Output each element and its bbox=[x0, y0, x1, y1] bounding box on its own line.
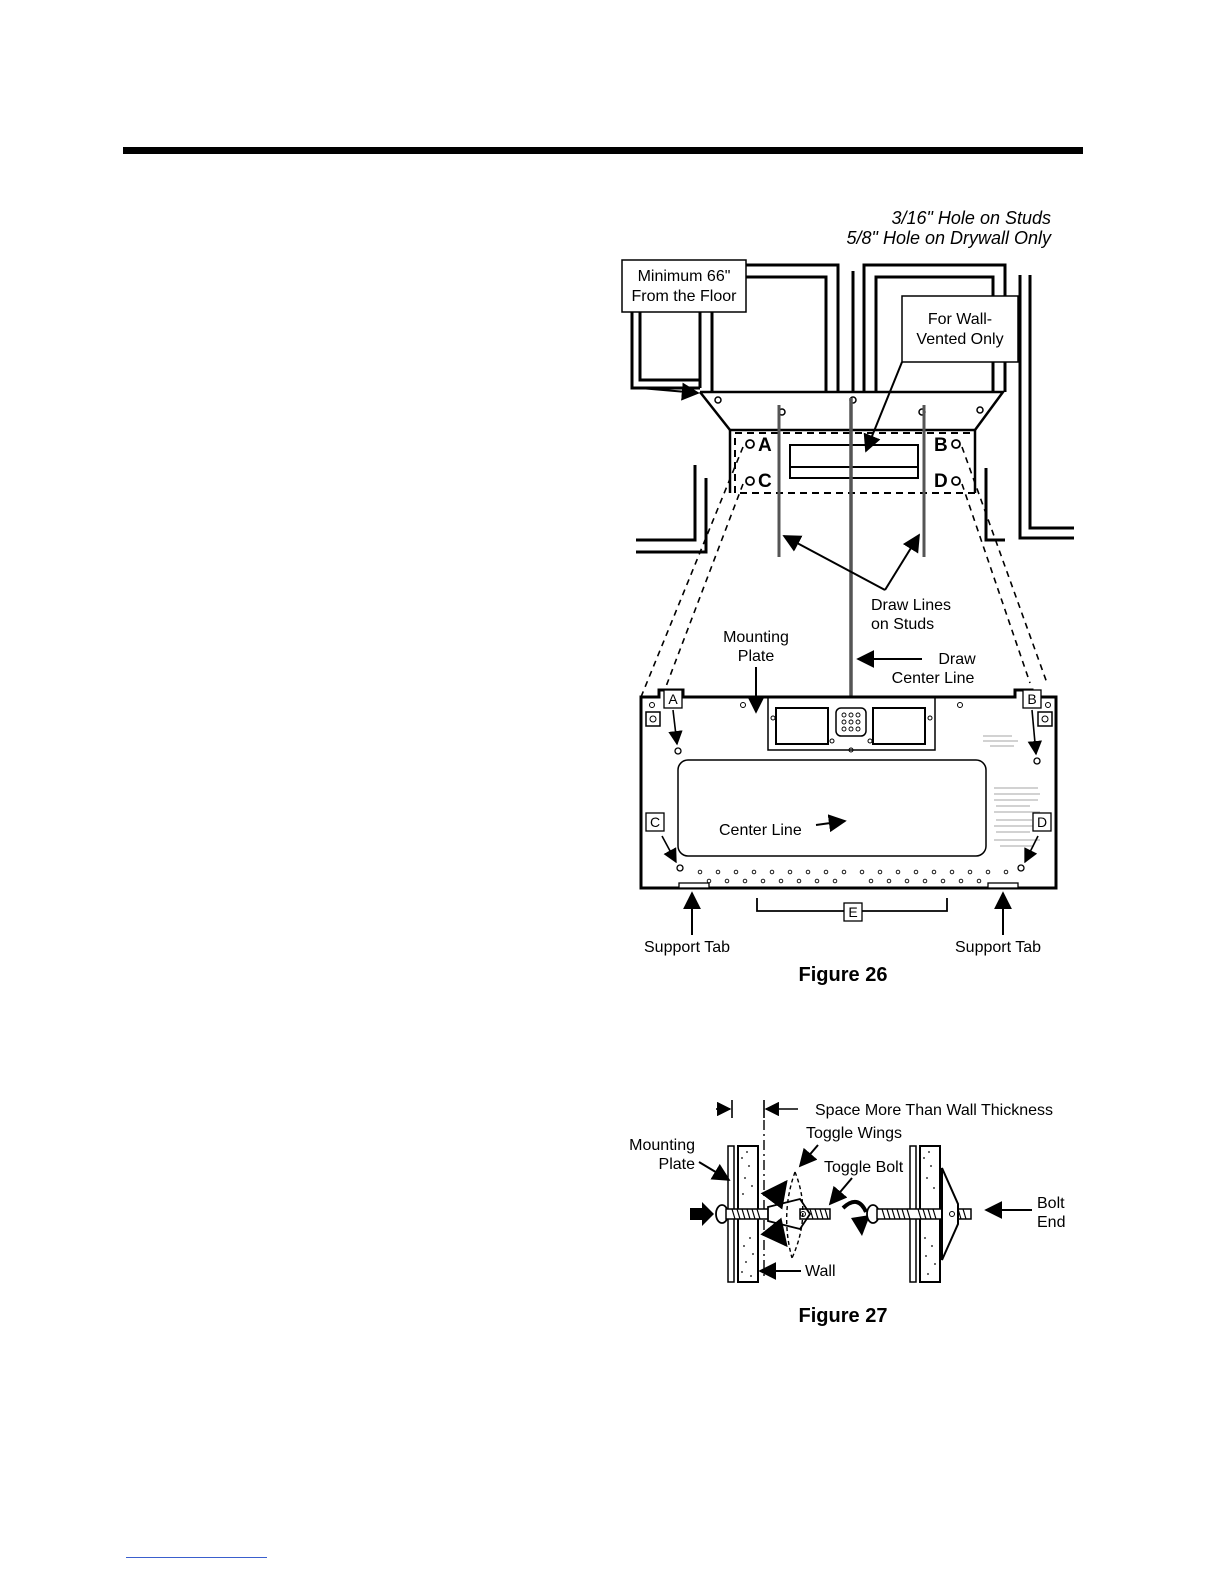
toggle-bolt-right bbox=[866, 1167, 972, 1261]
draw-center-line-label: Draw bbox=[938, 651, 976, 668]
toggle-bolt-arrow bbox=[828, 1177, 853, 1206]
hole-label-d: D bbox=[934, 471, 948, 492]
bolt-end-sublabel: End bbox=[1037, 1214, 1065, 1231]
push-arrow bbox=[690, 1202, 714, 1226]
plate-hole-c: C bbox=[645, 812, 677, 864]
mounting-plate-sublabel: Plate bbox=[738, 648, 775, 665]
plate-position-outline bbox=[734, 432, 976, 494]
plate-label-b: B bbox=[1027, 691, 1036, 707]
wall-vented-arrow bbox=[863, 361, 903, 453]
plate-label-c: C bbox=[650, 814, 660, 830]
bolt-end-label: Bolt bbox=[1037, 1195, 1065, 1212]
fig27-mounting-plate-sublabel: Plate bbox=[659, 1156, 696, 1173]
wing-down-arrow bbox=[760, 1217, 788, 1248]
support-tab-right-label: Support Tab bbox=[955, 939, 1041, 956]
hole-size-studs-note: 3/16" Hole on Studs bbox=[892, 208, 1052, 228]
figure-27: Space More Than Wall Thickness bbox=[629, 1100, 1065, 1327]
rotate-arrowhead bbox=[851, 1215, 870, 1236]
draw-studs-sublabel: on Studs bbox=[871, 616, 934, 633]
plate-hole-b: B bbox=[1022, 689, 1042, 756]
fig27-mounting-plate-arrow bbox=[698, 1161, 731, 1181]
footer-rule bbox=[126, 1557, 267, 1558]
hole-label-c: C bbox=[758, 471, 772, 492]
wall-vented-label: For Wall- bbox=[928, 311, 992, 328]
wall-holes bbox=[745, 439, 961, 486]
space-dimension bbox=[716, 1100, 798, 1118]
minimum-height-label: Minimum 66" bbox=[638, 268, 731, 285]
toggle-bolt-label: Toggle Bolt bbox=[824, 1159, 904, 1176]
rotate-arrow bbox=[841, 1200, 868, 1213]
wall-vented-callout bbox=[901, 295, 1019, 363]
draw-studs-label: Draw Lines bbox=[871, 597, 951, 614]
figure-26-caption: Figure 26 bbox=[799, 964, 888, 986]
center-line-label: Center Line bbox=[719, 822, 802, 839]
projection-lines bbox=[640, 446, 1048, 698]
hole-size-drywall-note: 5/8" Hole on Drywall Only bbox=[847, 228, 1052, 248]
wall-vented-sublabel: Vented Only bbox=[916, 331, 1003, 348]
minimum-height-callout bbox=[621, 259, 747, 313]
space-note-label: Space More Than Wall Thickness bbox=[815, 1102, 1053, 1119]
draw-studs-arrows bbox=[782, 533, 920, 591]
draw-center-line-sublabel: Center Line bbox=[892, 670, 975, 687]
wall-label: Wall bbox=[805, 1263, 836, 1280]
mounting-plate-label: Mounting bbox=[723, 629, 789, 646]
support-tab-left-label: Support Tab bbox=[644, 939, 730, 956]
stud-lines bbox=[777, 405, 926, 557]
plate-hole-a: A bbox=[663, 689, 683, 746]
hood-screw-holes bbox=[714, 396, 984, 416]
mounting-plate bbox=[639, 688, 1058, 890]
plate-label-d: D bbox=[1037, 814, 1047, 830]
box-e-label: E bbox=[848, 904, 857, 920]
plate-label-a: A bbox=[668, 691, 678, 707]
toggle-wings-label: Toggle Wings bbox=[806, 1125, 902, 1142]
fig27-mounting-plate-label: Mounting bbox=[629, 1137, 695, 1154]
minimum-height-arrow bbox=[639, 382, 700, 401]
figure-27-caption: Figure 27 bbox=[799, 1305, 888, 1327]
toggle-wings-arrow bbox=[798, 1144, 819, 1168]
header-rule bbox=[123, 147, 1083, 154]
figure-26: 3/16" Hole on Studs 5/8" Hole on Drywall… bbox=[621, 208, 1074, 986]
minimum-height-sublabel: From the Floor bbox=[632, 288, 738, 305]
box-e bbox=[843, 902, 863, 922]
wing-up-arrow bbox=[760, 1179, 788, 1210]
plate-hole-d: D bbox=[1024, 812, 1052, 864]
wall-vent-opening bbox=[789, 444, 919, 479]
hole-label-a: A bbox=[758, 435, 772, 456]
center-line-arrow bbox=[815, 814, 847, 833]
hole-label-b: B bbox=[934, 435, 948, 456]
